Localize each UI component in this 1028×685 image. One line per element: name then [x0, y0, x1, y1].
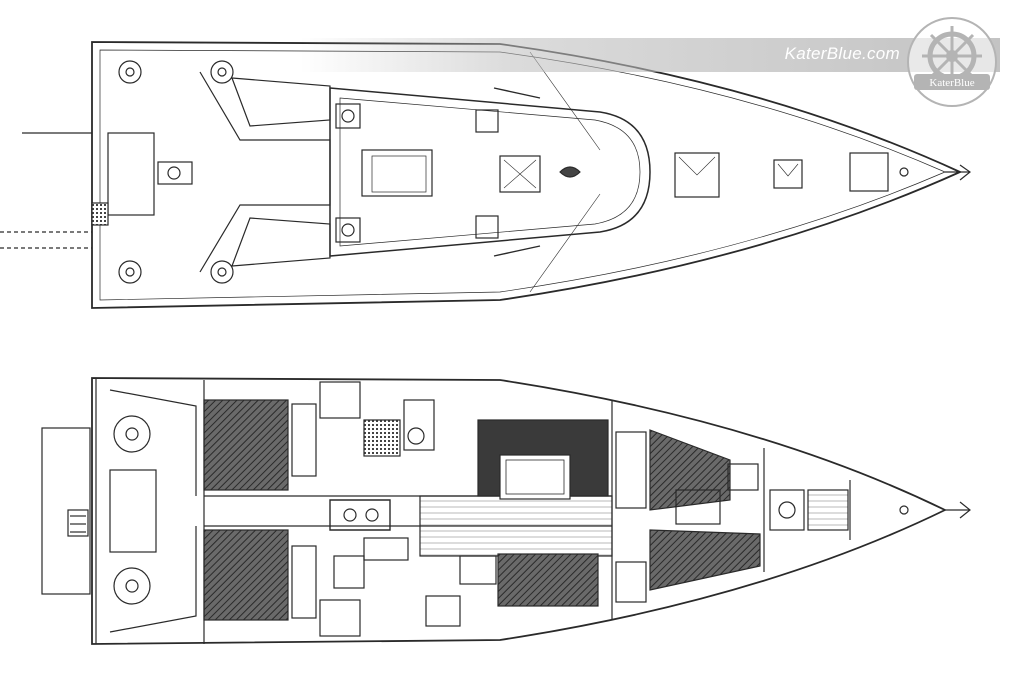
watermark-banner	[300, 38, 1000, 72]
ship-wheel-icon: KaterBlue	[907, 17, 997, 107]
logo-text: KaterBlue	[929, 77, 974, 89]
watermark-text: KaterBlue.com	[784, 44, 900, 63]
interior-layout-drawing	[41, 377, 971, 645]
deck-plan-drawing	[0, 41, 972, 309]
